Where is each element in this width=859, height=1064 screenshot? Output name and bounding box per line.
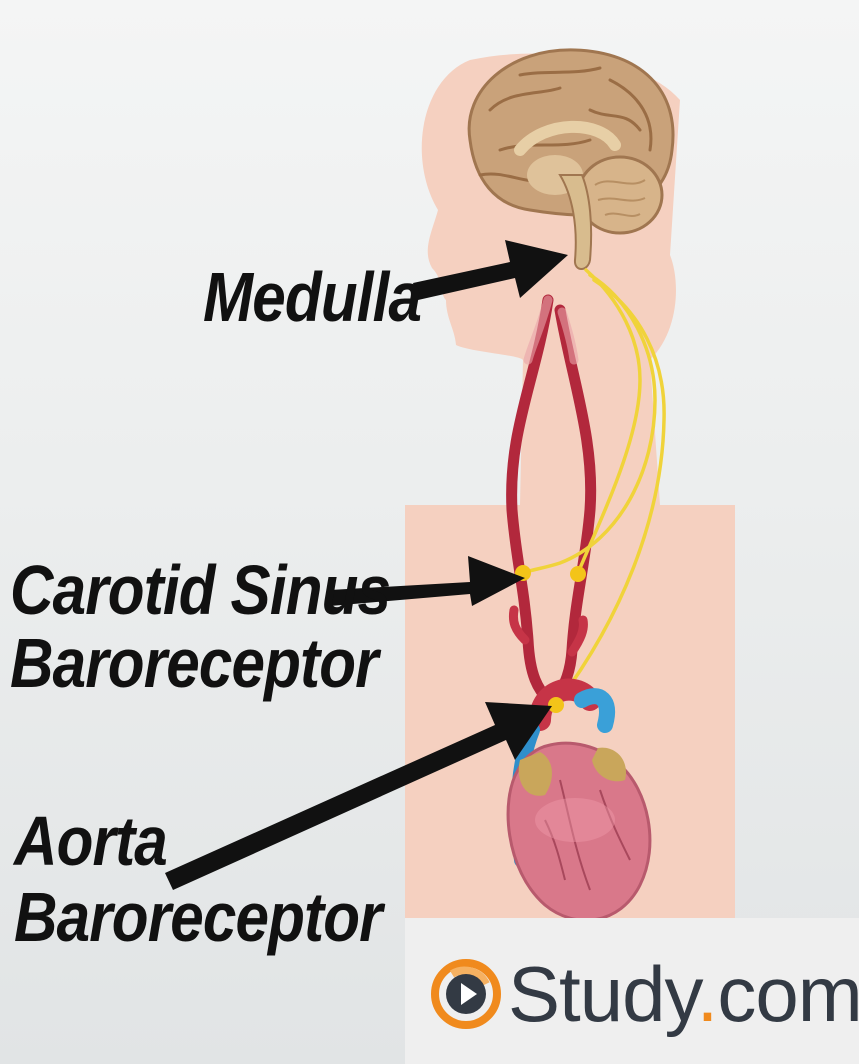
study-com-logo: Study.com® bbox=[430, 955, 859, 1033]
label-carotid-sinus: Carotid Sinus bbox=[10, 555, 390, 625]
carotid-sinus-node-right bbox=[570, 566, 586, 582]
label-aorta: Aorta bbox=[14, 806, 167, 876]
play-icon bbox=[430, 958, 502, 1030]
label-aorta-baroreceptor: Baroreceptor bbox=[14, 882, 382, 952]
logo-name-part1: Study bbox=[508, 950, 697, 1038]
label-carotid-baroreceptor: Baroreceptor bbox=[10, 628, 378, 698]
logo-dot: . bbox=[697, 950, 718, 1038]
logo-name-part2: com bbox=[717, 950, 859, 1038]
logo-wordmark: Study.com® bbox=[508, 955, 859, 1033]
label-medulla: Medulla bbox=[203, 262, 421, 332]
aortic-receptor-node bbox=[548, 697, 564, 713]
